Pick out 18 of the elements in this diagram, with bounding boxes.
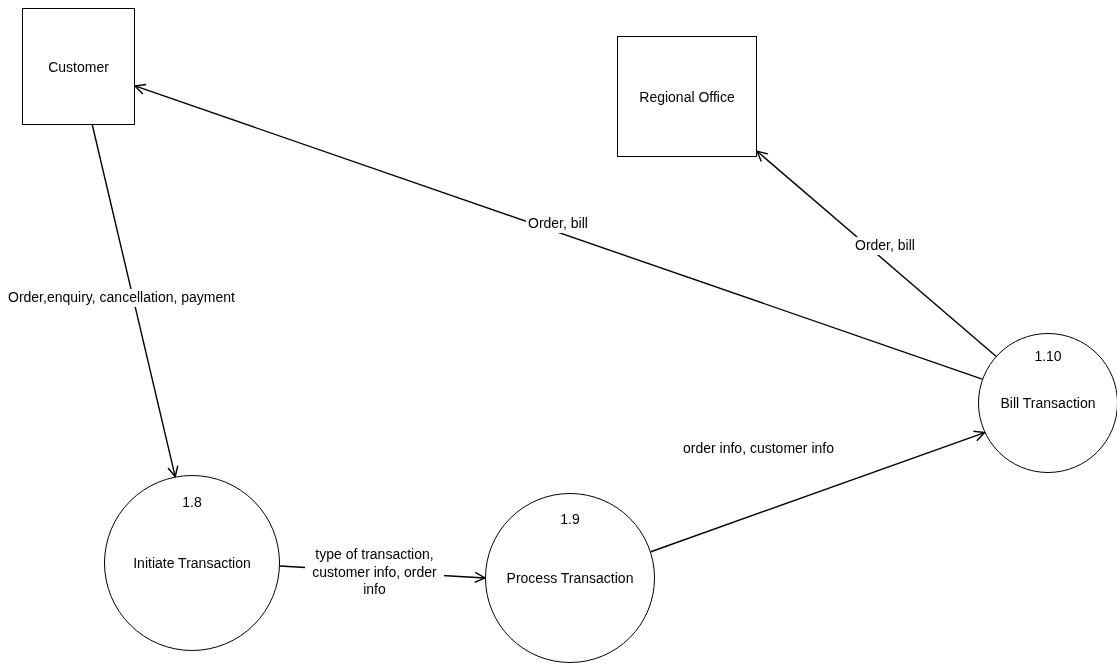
data-flow-arrow xyxy=(756,150,997,357)
edge-label: Order, bill xyxy=(526,215,590,233)
process-number: 1.9 xyxy=(559,511,581,527)
entity-name: Regional Office xyxy=(639,88,735,105)
process-number: 1.10 xyxy=(1033,348,1063,364)
data-flow-arrow xyxy=(650,430,986,553)
edge-label: Order,enquiry, cancellation, payment xyxy=(6,289,237,307)
entity-box xyxy=(22,8,135,125)
data-flow-arrow xyxy=(91,124,179,478)
process-name: Bill Transaction xyxy=(999,395,1097,411)
process-name: Process Transaction xyxy=(505,570,635,586)
process-name: Initiate Transaction xyxy=(132,555,252,571)
edge-label: order info, customer info xyxy=(681,440,836,458)
entity-name: Customer xyxy=(48,58,109,75)
entity-box xyxy=(617,36,757,157)
data-flow-arrow xyxy=(134,83,983,380)
edge-label: Order, bill xyxy=(853,237,917,255)
process-number: 1.8 xyxy=(181,494,203,510)
